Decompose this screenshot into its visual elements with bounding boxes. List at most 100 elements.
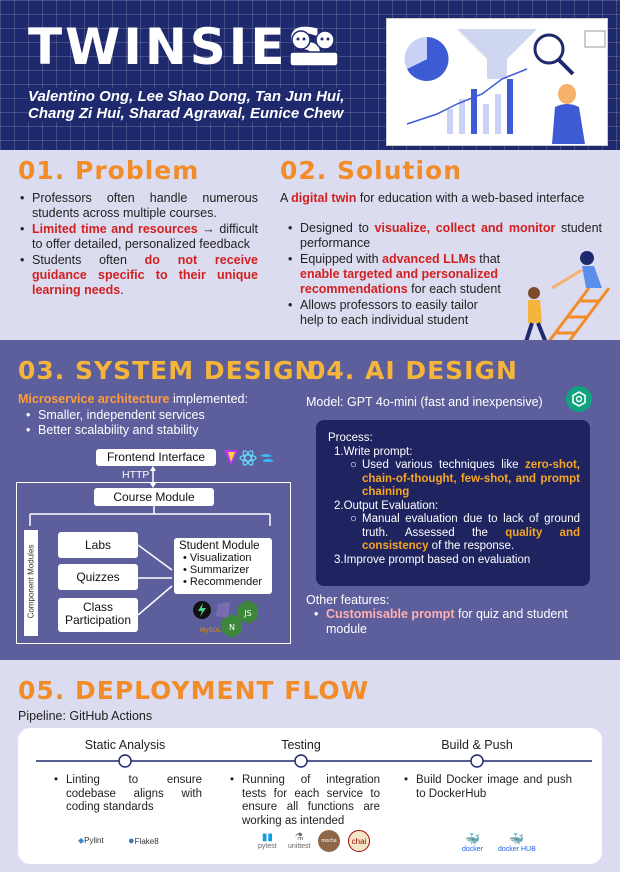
unittest-logo: ⚗unittest	[288, 832, 311, 850]
docker-text: docker	[462, 846, 484, 853]
flake8-mark: ●	[128, 835, 135, 847]
mysql-logo-text: MySQL	[200, 627, 221, 634]
http-arrow-icon	[150, 466, 156, 488]
student-module-item: • Recommender	[183, 576, 263, 588]
pipeline-label: Pipeline: GitHub Actions	[18, 709, 153, 723]
student-module-title: Student Module	[179, 540, 260, 552]
list-item: Build Docker image and push to DockerHub	[402, 774, 572, 801]
list-item: Professors often handle numerous student…	[18, 191, 258, 221]
ai-model-text: Model: GPT 4o-mini (fast and inexpensive…	[306, 395, 543, 409]
solution-b1-highlight: visualize, collect and monitor	[374, 221, 556, 235]
process-step-1: 1.Write prompt:	[334, 445, 413, 458]
problem-bullet-2-highlight: Limited time and resources	[32, 222, 198, 236]
pytest-text: pytest	[258, 843, 277, 850]
pylint-mark: ◆	[78, 836, 85, 845]
svg-text:N: N	[229, 623, 235, 632]
testing-desc: Running of integration tests for each se…	[228, 774, 380, 828]
sm-item-visualization: Visualization	[189, 552, 252, 564]
other-features-label: Other features:	[306, 593, 390, 607]
dockerhub-logo: 🐳docker HUB	[498, 832, 536, 853]
step2-text-end: of the response.	[428, 540, 515, 552]
solution-b2-c: for each student	[407, 282, 501, 296]
pytest-mark: ▮▮	[261, 832, 273, 843]
system-design-heading: 03. SYSTEM DESIGN	[18, 356, 317, 385]
dockerhub-text: docker HUB	[498, 846, 536, 853]
module-connectors	[29, 506, 271, 526]
system-design-list: Smaller, independent services Better sca…	[24, 408, 264, 438]
pylint-text: Pylint	[84, 836, 104, 845]
other-features-rest: for quiz and student module	[326, 607, 568, 636]
solution-b2-highlight-1: advanced LLMs	[382, 252, 476, 266]
unittest-mark: ⚗	[294, 832, 304, 843]
stage-testing: Testing	[281, 738, 321, 752]
solution-b2-a: Equipped with	[300, 252, 383, 266]
student-module-item: • Summarizer	[183, 564, 250, 576]
process-box	[316, 420, 590, 586]
openai-icon	[566, 386, 592, 412]
process-step-2-detail: ○Manual evaluation due to lack of ground…	[328, 513, 580, 554]
mocha-logo: mocha	[318, 830, 340, 852]
frontend-interface-box: Frontend Interface	[96, 449, 216, 466]
process-step-1-detail: ○ Used various techniques like zero-shot,…	[328, 459, 580, 500]
system-design-bullet-1: Smaller, independent services	[38, 408, 205, 422]
problem-bullet-3-text: Students often	[32, 253, 145, 267]
list-item: Better scalability and stability	[24, 423, 264, 438]
problem-bullet-2-text: → difficult to offer detailed, personali…	[32, 222, 258, 251]
build-push-desc: Build Docker image and push to DockerHub	[402, 774, 572, 801]
list-item: Linting to ensure codebase aligns with c…	[52, 774, 202, 815]
ai-design-heading: 04. AI DESIGN	[308, 356, 518, 385]
solution-list: Designed to visualize, collect and monit…	[286, 221, 602, 328]
list-item: Smaller, independent services	[24, 408, 264, 423]
system-design-intro-rest: implemented:	[169, 392, 248, 406]
pipeline-timeline	[36, 754, 592, 768]
microservice-highlight: Microservice architecture	[18, 392, 170, 406]
problem-bullet-3-end: .	[120, 283, 124, 297]
sm-item-recommender: Recommender	[189, 576, 263, 588]
process-step-3: 3.Improve prompt based on evaluation	[334, 553, 531, 566]
backend-tech-logos: JS N MySQL	[193, 600, 258, 638]
process-content: Process: 1.Write prompt: ○Used various t…	[328, 432, 580, 567]
static-analysis-desc: Linting to ensure codebase aligns with c…	[52, 774, 202, 815]
sm-item-summarizer: Summarizer	[189, 564, 250, 576]
bullet-dot: •	[314, 607, 319, 621]
problem-list: Professors often handle numerous student…	[18, 191, 258, 298]
flake8-text: Flake8	[134, 837, 159, 846]
step2-highlight: quality and consistency	[362, 526, 580, 553]
list-item: Students often do not receive guidance s…	[18, 253, 258, 298]
course-module-box: Course Module	[94, 488, 214, 506]
solution-b1-a: Designed to	[300, 221, 375, 235]
labs-box: Labs	[58, 532, 138, 558]
quizzes-box: Quizzes	[58, 564, 138, 590]
deployment-heading: 05. DEPLOYMENT FLOW	[18, 676, 370, 705]
stage-static-analysis: Static Analysis	[84, 738, 166, 752]
process-step-2: 2.Output Evaluation:	[334, 499, 439, 512]
student-module-item: • Visualization	[183, 552, 252, 564]
http-label: HTTP	[122, 469, 150, 481]
solution-intro-highlight: digital twin	[291, 191, 357, 205]
authors-line-2: Chang Zi Hui, Sharad Agrawal, Eunice Che…	[28, 105, 344, 122]
list-item: Designed to visualize, collect and monit…	[286, 221, 602, 251]
list-item: Limited time and resources → difficult t…	[18, 222, 258, 252]
bullet-circle: ○	[350, 459, 357, 471]
step1-text: Used various techniques like	[362, 459, 526, 471]
customisable-prompt-highlight: Customisable prompt	[326, 607, 455, 621]
analytics-chart-icon	[404, 29, 606, 144]
component-modules-label: Component Modules	[26, 544, 36, 619]
analytics-illustration	[386, 18, 608, 146]
solution-intro-b: for education with a web-based interface	[356, 191, 585, 205]
solution-heading: 02. Solution	[280, 156, 463, 185]
chai-logo: chai	[348, 830, 370, 852]
student-module-arrows	[138, 544, 173, 616]
docker-logo: 🐳docker	[462, 832, 483, 853]
step1-highlight: zero-shot, chain-of-thought, few-shot, a…	[362, 459, 580, 498]
pytest-logo: ▮▮pytest	[258, 832, 277, 850]
stage-build-push: Build & Push	[441, 738, 513, 752]
step2-text: Manual evaluation due to lack of ground …	[362, 513, 580, 539]
component-modules-bar	[24, 530, 38, 636]
dockerhub-mark: 🐳	[509, 832, 525, 846]
student-module-box: Student Module • Visualization • Summari…	[174, 538, 272, 594]
system-design-bullet-2: Better scalability and stability	[38, 423, 199, 437]
frontend-tech-logos	[224, 450, 274, 466]
system-design-intro: Microservice architecture implemented:	[18, 392, 248, 406]
svg-text:JS: JS	[243, 609, 251, 618]
